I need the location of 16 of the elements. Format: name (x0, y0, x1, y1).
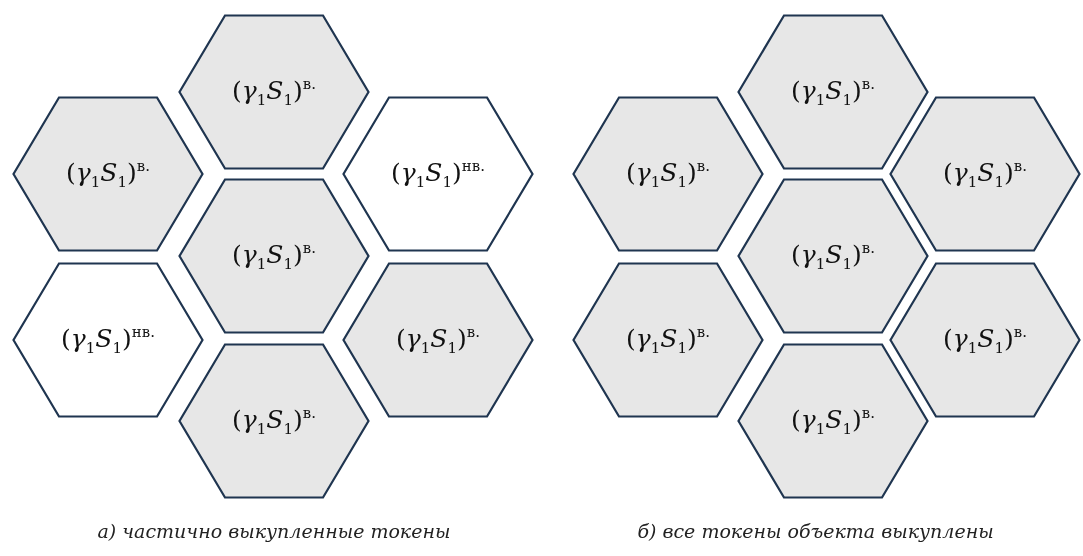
formula-label: (γ$_{1}$S$_{1}$)$^{в.}$ (942, 157, 1028, 191)
formula-label: (γ$_{1}$S$_{1}$)$^{нв.}$ (60, 323, 156, 357)
formula-label: (γ$_{1}$S$_{1}$)$^{в.}$ (790, 75, 876, 109)
formula-label: (γ$_{1}$S$_{1}$)$^{в.}$ (790, 404, 876, 438)
formula-label: (γ$_{1}$S$_{1}$)$^{нв.}$ (390, 157, 486, 191)
formula-label: (γ$_{1}$S$_{1}$)$^{в.}$ (395, 323, 481, 357)
formula-label: (γ$_{1}$S$_{1}$)$^{в.}$ (231, 404, 317, 438)
formula-label: (γ$_{1}$S$_{1}$)$^{в.}$ (942, 323, 1028, 357)
caption: а) частично выкупленные токены (97, 520, 451, 542)
formula-label: (γ$_{1}$S$_{1}$)$^{в.}$ (65, 157, 151, 191)
formula-label: (γ$_{1}$S$_{1}$)$^{в.}$ (790, 239, 876, 273)
formula-label: (γ$_{1}$S$_{1}$)$^{в.}$ (231, 239, 317, 273)
formula-label: (γ$_{1}$S$_{1}$)$^{в.}$ (231, 75, 317, 109)
formula-label: (γ$_{1}$S$_{1}$)$^{в.}$ (625, 323, 711, 357)
caption: б) все токены объекта выкуплены (637, 520, 994, 542)
formula-label: (γ$_{1}$S$_{1}$)$^{в.}$ (625, 157, 711, 191)
